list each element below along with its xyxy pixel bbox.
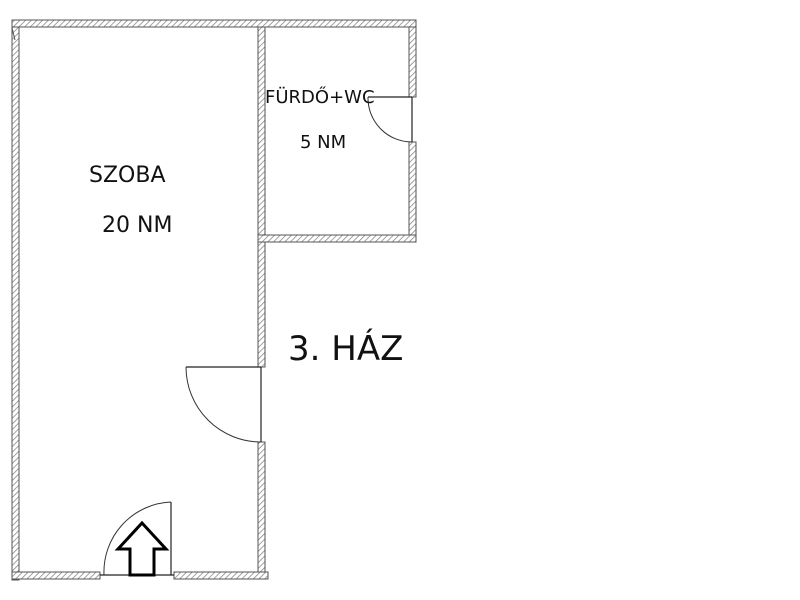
wall-bath-bottom — [257, 234, 417, 243]
corner-tick — [11, 27, 16, 41]
wall-left — [11, 26, 20, 581]
room-area-main: 20 NM — [102, 213, 172, 238]
wall-divider-lower — [257, 441, 266, 573]
walls — [11, 19, 417, 581]
room-name-main: SZOBA — [89, 163, 166, 188]
wall-bottom-right — [173, 571, 269, 580]
building-label: 3. HÁZ — [288, 328, 403, 369]
wall-bottom-left — [11, 571, 101, 580]
room-name-bath: FÜRDŐ+WC — [265, 86, 375, 108]
entrance-arrow-icon — [114, 520, 170, 577]
wall-bath-right-upper — [408, 26, 417, 98]
bath-door — [367, 96, 413, 143]
wall-top — [11, 19, 417, 28]
wall-divider-upper — [257, 26, 266, 368]
room-area-bath: 5 NM — [300, 132, 346, 153]
side-door — [185, 366, 262, 443]
doors — [100, 96, 413, 576]
wall-bath-right-lower — [408, 141, 417, 243]
